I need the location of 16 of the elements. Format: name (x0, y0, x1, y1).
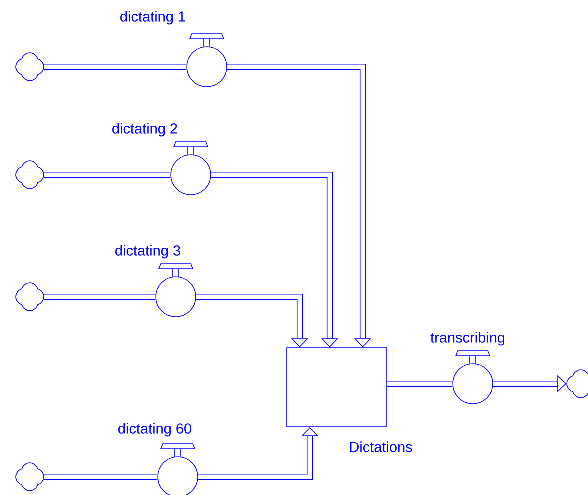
flow-pipe (387, 380, 453, 388)
flow-label: dictating 3 (116, 245, 180, 259)
cloud-symbol (566, 370, 588, 398)
flow-label: transcribing (430, 332, 505, 346)
cloud-symbol (16, 462, 44, 492)
stock-label: Dictations (350, 442, 412, 452)
cloud-symbol (16, 160, 44, 190)
cloud-symbol (16, 282, 44, 312)
flow-pipe (44, 64, 187, 70)
flow-label: dictating 60 (118, 423, 192, 437)
flow-pipe (44, 294, 156, 300)
flow-label: dictating 2 (112, 123, 178, 137)
flow-label: dictating 1 (120, 11, 186, 25)
flow-pipe (44, 474, 158, 480)
flow-pipe (44, 172, 171, 178)
cloud-symbol (16, 52, 44, 82)
